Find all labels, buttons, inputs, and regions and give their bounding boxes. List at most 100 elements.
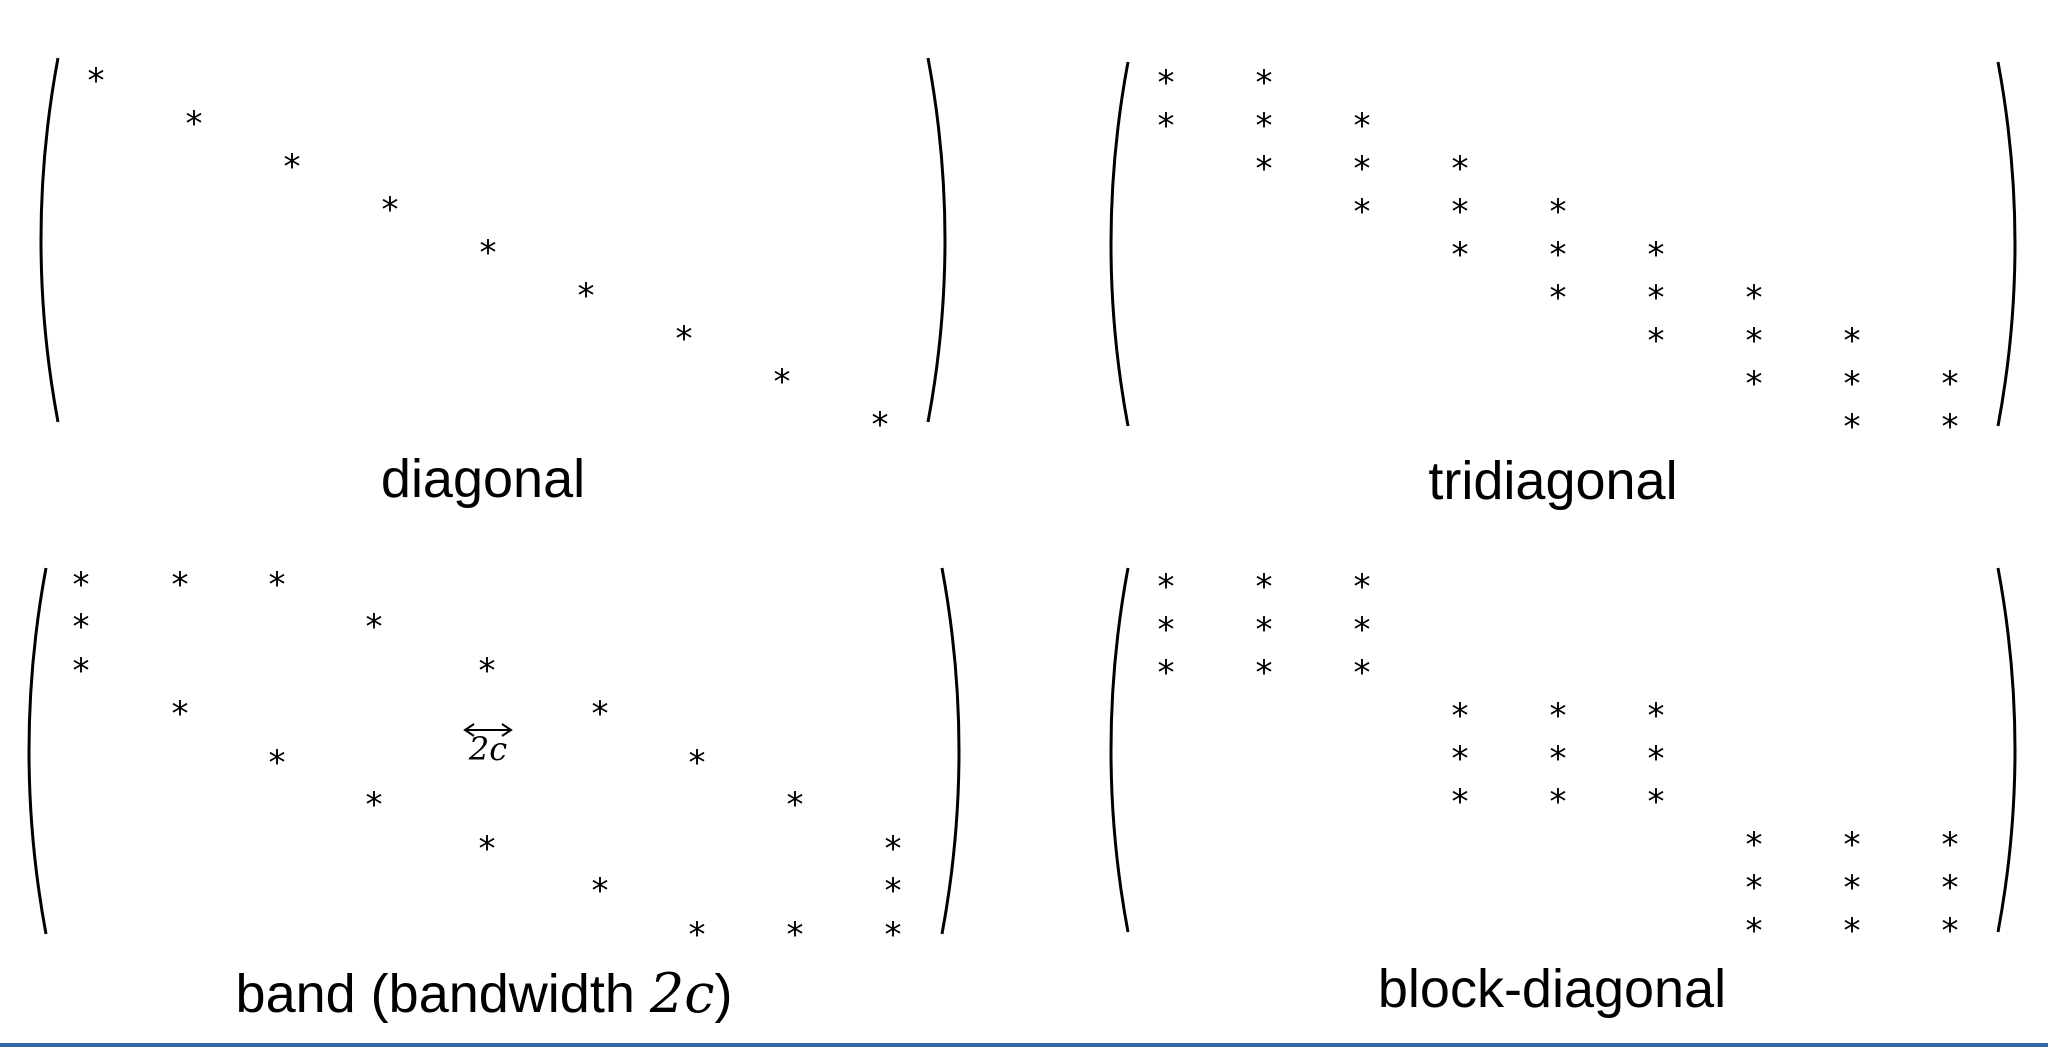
matrix-entry: *: [885, 915, 902, 955]
matrix-entry: *: [1746, 321, 1763, 361]
matrix-entry: *: [1256, 567, 1273, 607]
matrix-entry: *: [774, 362, 791, 402]
matrix-entry: *: [269, 565, 286, 605]
matrix-entry: *: [592, 871, 609, 911]
matrix-entry: *: [1746, 364, 1763, 404]
matrix-entry: *: [1550, 235, 1567, 275]
caption-tridiagonal: tridiagonal: [1428, 450, 1677, 512]
caption-text: band (bandwidth: [235, 964, 650, 1024]
matrix-entry: *: [1354, 192, 1371, 232]
matrix-0: * * * * * * * * *: [39, 57, 947, 445]
matrix-entry: *: [1942, 825, 1959, 865]
matrix-entry: *: [186, 104, 203, 144]
caption-diagonal: diagonal: [381, 448, 585, 510]
matrix-entry: *: [1452, 192, 1469, 232]
bottom-rule: [0, 1043, 2048, 1047]
matrix-entry: *: [1158, 653, 1175, 693]
matrix-entry: *: [787, 915, 804, 955]
caption-suffix: ): [714, 964, 733, 1024]
matrix-entry: *: [1550, 192, 1567, 232]
matrix-entry: *: [1648, 235, 1665, 275]
matrix-entry: *: [172, 565, 189, 605]
matrix-entry: *: [1354, 106, 1371, 146]
matrix-entry: *: [1158, 106, 1175, 146]
matrix-entry: *: [676, 319, 693, 359]
matrix-entry: *: [1746, 868, 1763, 908]
bandwidth-arrow: [463, 723, 513, 737]
matrix-entry: *: [578, 276, 595, 316]
matrix-entry: *: [1452, 149, 1469, 189]
matrix-entry: *: [1354, 149, 1371, 189]
matrix-entry: *: [1648, 739, 1665, 779]
matrix-entry: *: [366, 607, 383, 647]
bandwidth-label: 2c: [468, 730, 507, 768]
matrix-entry: *: [1354, 567, 1371, 607]
matrix-entry: *: [1256, 63, 1273, 103]
matrix-entry: *: [480, 233, 497, 273]
matrix-entry: *: [689, 915, 706, 955]
right-bracket: [1996, 61, 2017, 427]
matrix-entry: *: [1158, 567, 1175, 607]
matrix-entry: *: [73, 651, 90, 691]
matrix-entry: *: [73, 565, 90, 605]
matrix-entry: *: [1256, 149, 1273, 189]
left-bracket: [1109, 61, 1130, 427]
matrix-entry: *: [1256, 610, 1273, 650]
matrix-entry: *: [479, 651, 496, 691]
matrix-entry: *: [1452, 696, 1469, 736]
matrix-entry: *: [872, 405, 889, 445]
caption-text: tridiagonal: [1428, 451, 1678, 511]
matrix-entry: *: [689, 743, 706, 783]
matrix-entry: *: [1648, 696, 1665, 736]
matrix-entry: *: [1452, 235, 1469, 275]
caption-text: block-diagonal: [1377, 959, 1727, 1019]
matrix-entry: *: [1844, 321, 1861, 361]
matrix-entry: *: [1256, 653, 1273, 693]
matrix-entry: *: [1550, 278, 1567, 318]
matrix-entry: *: [885, 829, 902, 869]
matrix-entry: *: [1844, 407, 1861, 447]
matrix-entry: *: [1354, 610, 1371, 650]
right-bracket: [926, 57, 947, 423]
left-bracket: [39, 57, 60, 423]
matrix-entry: *: [1942, 868, 1959, 908]
right-bracket: [1996, 567, 2017, 933]
matrix-entry: *: [1158, 610, 1175, 650]
matrix-entry: *: [382, 190, 399, 230]
matrix-1: *************************: [1109, 61, 2017, 447]
matrix-entry: *: [284, 147, 301, 187]
matrix-entry: *: [1844, 911, 1861, 951]
right-bracket: [940, 567, 961, 935]
matrix-entry: *: [73, 607, 90, 647]
matrix-entry: *: [1844, 868, 1861, 908]
matrix-entry: *: [1746, 911, 1763, 951]
left-bracket: [27, 567, 48, 935]
matrix-2: ********************2c: [27, 565, 961, 955]
left-bracket: [1109, 567, 1130, 933]
matrix-entry: *: [1354, 653, 1371, 693]
caption-math: 2c: [649, 962, 715, 1025]
caption-band: band (bandwidth 2c): [236, 962, 733, 1025]
matrix-entry: *: [1550, 696, 1567, 736]
matrix-entry: *: [1648, 321, 1665, 361]
matrix-entry: *: [1746, 825, 1763, 865]
matrix-entry: *: [1550, 739, 1567, 779]
matrix-entry: *: [269, 743, 286, 783]
matrix-entry: *: [1550, 782, 1567, 822]
matrix-entry: *: [1648, 782, 1665, 822]
matrix-entry: *: [592, 694, 609, 734]
matrix-entry: *: [1648, 278, 1665, 318]
matrix-entry: *: [172, 694, 189, 734]
matrix-entry: *: [479, 829, 496, 869]
matrix-entry: *: [1942, 407, 1959, 447]
matrix-entry: *: [1452, 739, 1469, 779]
matrix-entry: *: [885, 871, 902, 911]
matrix-entry: *: [88, 61, 105, 101]
caption-text: diagonal: [380, 449, 586, 509]
matrix-3: ***************************: [1109, 567, 2017, 951]
matrix-entry: *: [1942, 364, 1959, 404]
matrix-entry: *: [1844, 825, 1861, 865]
matrix-entry: *: [1158, 63, 1175, 103]
